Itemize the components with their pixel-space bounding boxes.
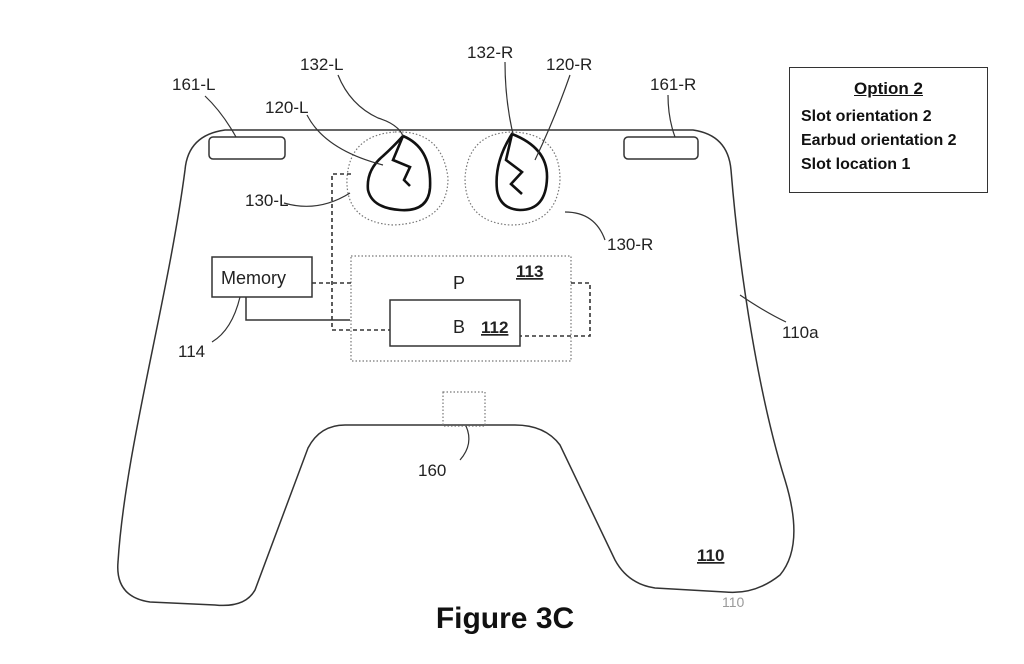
option-title: Option 2 [854, 79, 923, 98]
leader-161-left [204, 95, 237, 138]
figure-caption: Figure 3C [435, 602, 575, 635]
body-ref: 110 [697, 546, 724, 565]
leader-132-right [504, 61, 514, 135]
label-161-left: 161-L [172, 75, 215, 94]
memory-box [211, 256, 313, 298]
option-line-slot-orientation: Slot orientation 2 [801, 108, 932, 125]
leader-120-left [306, 114, 384, 166]
leader-130-right [564, 211, 606, 241]
slot-161-left [208, 136, 286, 160]
slot-161-right [623, 136, 699, 160]
processor-ref: 113 [516, 262, 543, 281]
earbud-right [495, 132, 549, 212]
leader-114 [211, 296, 241, 343]
battery-ref: 112 [481, 318, 508, 337]
battery-letter: B [453, 317, 465, 337]
wire-memory-battery [245, 297, 350, 321]
processor-letter: P [453, 273, 465, 293]
label-110a: 110a [782, 323, 819, 342]
leader-161-right [667, 94, 676, 138]
option-legend-box: Option 2 Slot orientation 2 Earbud orien… [789, 67, 988, 193]
label-132-right: 132-R [467, 43, 513, 62]
battery-box [389, 299, 521, 347]
label-120-left: 120-L [265, 98, 308, 117]
label-130-left: 130-L [245, 191, 288, 210]
label-114: 114 [178, 342, 205, 361]
body-ref-partial: 110 [722, 594, 745, 610]
leader-160 [459, 425, 470, 461]
earbud-notch-right [504, 133, 524, 195]
label-132-left: 132-L [300, 55, 343, 74]
option-line-earbud-orientation: Earbud orientation 2 [801, 132, 957, 149]
connector-160 [442, 391, 486, 427]
leader-132-left [337, 74, 404, 137]
earbud-slot-right [464, 131, 561, 226]
processor-box [350, 255, 572, 362]
earbud-notch-left [391, 135, 412, 187]
label-160: 160 [418, 461, 446, 480]
earbud-left [366, 134, 432, 212]
leader-110a [739, 294, 787, 323]
leader-120-right [534, 74, 571, 161]
wire-right-slot [520, 282, 591, 337]
label-120-right: 120-R [546, 55, 592, 74]
leader-130-left [283, 192, 351, 207]
label-130-right: 130-R [607, 235, 653, 254]
case-body-outline [117, 129, 795, 607]
memory-label: Memory [221, 268, 286, 288]
wire-left-earbud [331, 173, 390, 331]
label-161-right: 161-R [650, 75, 696, 94]
option-line-slot-location: Slot location 1 [801, 156, 911, 173]
